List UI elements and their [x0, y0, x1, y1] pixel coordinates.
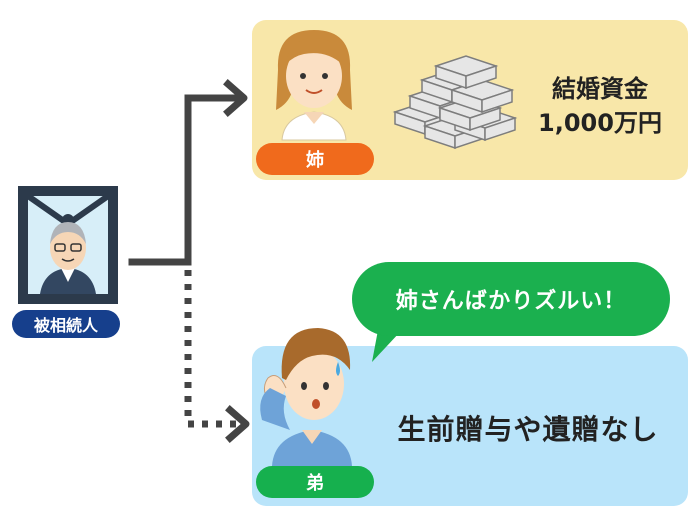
portrait-frame-icon — [18, 186, 118, 304]
gift-amount: 結婚資金 1,000万円 — [520, 72, 680, 140]
arrow-to-brother — [184, 270, 250, 443]
no-gift-text: 生前贈与や遺贈なし — [397, 413, 659, 446]
decedent-label: 被相続人 — [12, 310, 120, 338]
arrow-to-sister — [128, 79, 248, 266]
gift-line-1: 結婚資金 — [552, 75, 648, 103]
brother-avatar-icon — [260, 328, 352, 466]
sister-avatar-icon — [276, 30, 352, 141]
speech-text: 姉さんばかりズルい！ — [395, 289, 627, 314]
sister-label: 姉 — [256, 143, 374, 175]
speech-tail — [372, 330, 400, 362]
gift-line-2: 1,000万円 — [538, 109, 662, 137]
money-stack-icon — [392, 55, 518, 150]
brother-label: 弟 — [256, 466, 374, 498]
speech-bubble — [352, 262, 670, 336]
